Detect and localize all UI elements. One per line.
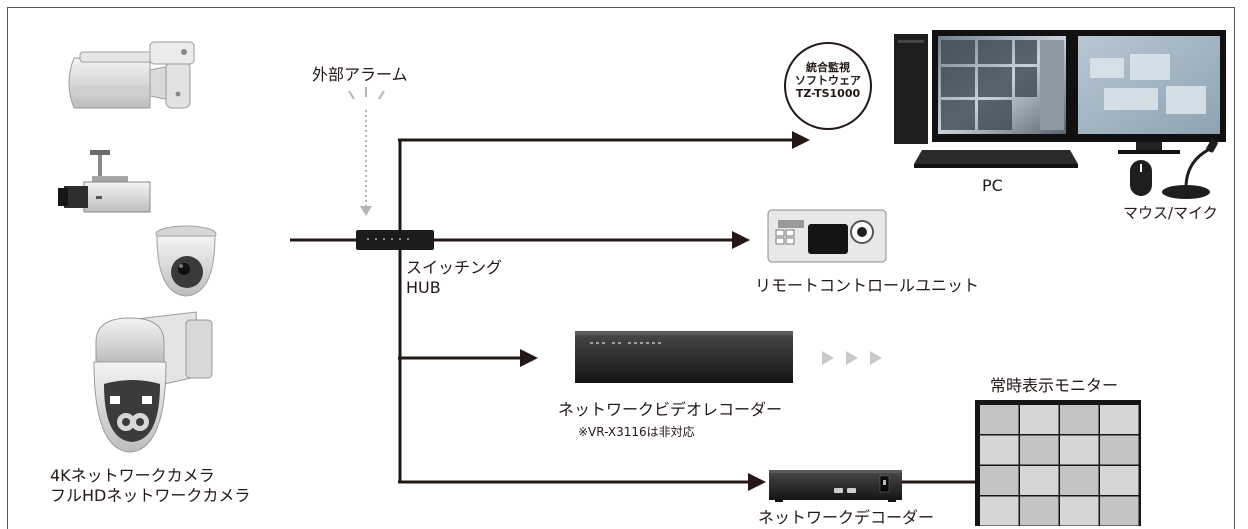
remote-control-unit-icon (767, 209, 887, 263)
nvr-label: ネットワークビデオレコーダー (558, 400, 783, 419)
remote-control-unit-label: リモートコントロールユニット (755, 276, 980, 295)
box-camera-icon (58, 150, 151, 213)
monitor-tile (1100, 435, 1139, 465)
camera-label-line2: フルHDネットワークカメラ (50, 486, 251, 505)
continuation-arrows (822, 351, 882, 365)
monitor-tile (1060, 405, 1099, 434)
keyboard-icon (914, 150, 1078, 168)
monitor-tile (1060, 496, 1099, 526)
switching-hub-label-line1: スイッチング (406, 258, 503, 277)
monitor-tile (1020, 466, 1059, 495)
camera-label: 4Kネットワークカメラ フルHDネットワークカメラ (50, 466, 250, 506)
display-monitor-label: 常時表示モニター (990, 376, 1119, 395)
nvr-note-label: ※VR-X3116は非対応 (578, 425, 695, 439)
connection-lines (290, 138, 975, 484)
display-monitor-icon (975, 400, 1141, 526)
switching-hub-label-line2: HUB (406, 278, 441, 297)
software-badge-line1: 統合監視 (806, 61, 850, 74)
pc-monitor-left-icon (932, 30, 1072, 142)
software-badge-line2: ソフトウェア (795, 74, 861, 87)
monitor-tile (1020, 496, 1059, 526)
monitor-tile (980, 435, 1019, 465)
monitor-tile (1100, 496, 1139, 526)
network-decoder-icon (769, 470, 902, 502)
software-badge-line3: TZ-TS1000 (795, 87, 861, 100)
bullet-camera-icon (68, 41, 195, 109)
monitor-tile (1100, 466, 1139, 495)
software-badge-text: 統合監視 ソフトウェア TZ-TS1000 (788, 61, 868, 100)
monitor-tile (1100, 405, 1139, 434)
ptz-camera-icon (93, 311, 213, 453)
external-alarm-label: 外部アラーム (312, 65, 408, 84)
connection-arrowheads (520, 131, 810, 491)
diagram-frame (7, 7, 1235, 529)
nvr-device-icon (575, 331, 793, 383)
network-decoder-label: ネットワークデコーダー (758, 508, 935, 527)
arrow-to-pc (792, 131, 810, 149)
arrow-to-nvr (520, 349, 538, 367)
alarm-signal-icon (348, 87, 385, 206)
microphone-icon (1162, 139, 1218, 199)
monitor-tile (1060, 466, 1099, 495)
monitor-tile (1060, 435, 1099, 465)
pc-monitor-right-icon (1072, 30, 1226, 154)
switching-hub-device (356, 230, 434, 250)
monitor-tile (980, 496, 1019, 526)
dome-camera-icon (155, 225, 217, 297)
software-badge-circle (784, 42, 872, 130)
pc-tower-icon (894, 34, 928, 144)
alarm-arrowhead (360, 206, 372, 216)
monitor-tile (1020, 435, 1059, 465)
switching-hub-label: スイッチング HUB (406, 258, 502, 298)
arrow-to-remote (732, 231, 750, 249)
arrow-to-decoder (748, 473, 766, 491)
monitor-tile (1020, 405, 1059, 434)
monitor-split-screen (980, 405, 1139, 526)
camera-label-line1: 4Kネットワークカメラ (50, 466, 215, 485)
mouse-icon (1130, 160, 1152, 196)
pc-label: PC (982, 176, 1003, 195)
mouse-mic-label: マウス/マイク (1123, 204, 1218, 222)
monitor-tile (980, 405, 1019, 434)
monitor-tile (980, 466, 1019, 495)
